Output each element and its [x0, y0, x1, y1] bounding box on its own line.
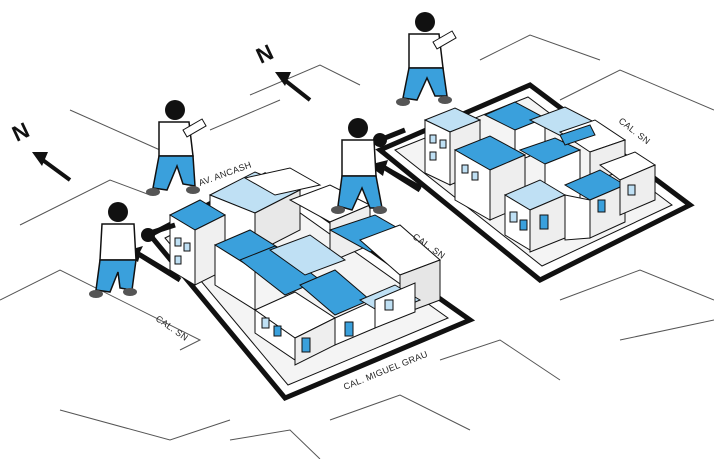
street-label-cal-sn-left: CAL. SN [154, 313, 190, 342]
svg-text:N: N [8, 117, 33, 146]
north-arrow-right: N [252, 39, 310, 100]
surveyor-person-icon [396, 12, 456, 106]
right-route-start-dot [373, 133, 387, 147]
north-arrow-left: N [8, 117, 70, 180]
left-route-start-dot [141, 228, 155, 242]
surveyor-person-icon [89, 202, 137, 298]
north-arrow-icon [40, 158, 70, 180]
svg-text:N: N [252, 39, 277, 68]
left-city-block [122, 168, 470, 398]
